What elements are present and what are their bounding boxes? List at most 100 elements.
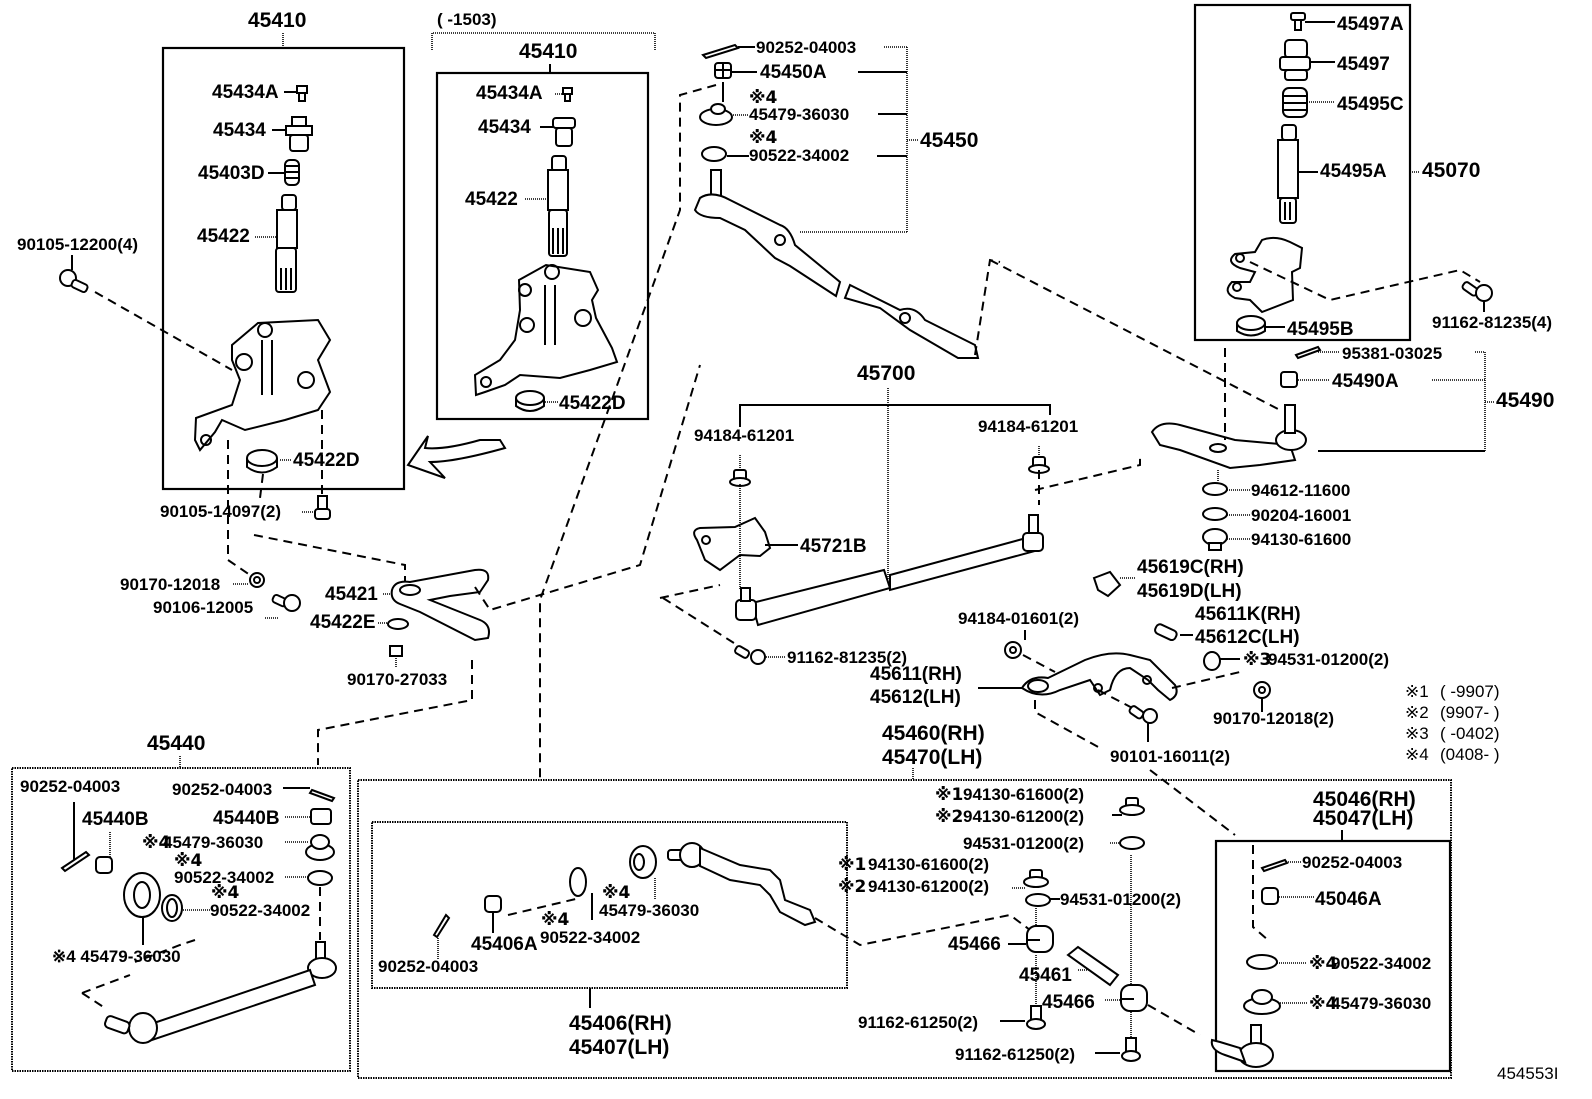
label-45611[interactable]: 45611(RH) (870, 664, 962, 685)
washer-icon (387, 618, 409, 630)
label-94184-61201-right[interactable]: 94184-61201 (978, 417, 1078, 436)
notes-legend: ※1 ( -9907) ※2 (9907- ) ※3 ( -0402) ※4 (… (1405, 682, 1500, 764)
cotter-pin-icon (1260, 858, 1289, 873)
label-90522-34002-tierod[interactable]: 90522-34002 (540, 928, 640, 947)
label-94130-61600[interactable]: 94130-61600 (1251, 530, 1351, 549)
label-45495A[interactable]: 45495A (1320, 161, 1387, 182)
label-45611K[interactable]: 45611K(RH) (1195, 604, 1301, 625)
bolt-icon (59, 269, 89, 294)
label-90252-04003-a[interactable]: 90252-04003 (756, 38, 856, 57)
label-45612C[interactable]: 45612C(LH) (1195, 627, 1300, 648)
label-90105-12200[interactable]: 90105-12200(4) (17, 235, 138, 254)
label-date-range-1503[interactable]: ( -1503) (437, 10, 497, 29)
label-90522-34002-right1[interactable]: 90522-34002 (174, 868, 274, 887)
label-45422-old[interactable]: 45422 (465, 189, 518, 210)
label-45421[interactable]: 45421 (325, 584, 378, 605)
label-94531-01200-top[interactable]: 94531-01200(2) (963, 834, 1084, 853)
label-45466-a[interactable]: 45466 (948, 934, 1001, 955)
label-45479-36030-tierod[interactable]: 45479-36030 (599, 901, 699, 920)
mark-4-a: ※4 (749, 88, 778, 108)
label-45479-36030-a[interactable]: 45479-36030 (749, 105, 849, 124)
label-45721B[interactable]: 45721B (800, 536, 867, 557)
label-90101-16011[interactable]: 90101-16011(2) (1110, 747, 1230, 766)
label-90170-27033[interactable]: 90170-27033 (347, 670, 447, 689)
label-94531-01200-3[interactable]: 94531-01200(2) (1268, 650, 1389, 669)
label-90252-04003-right[interactable]: 90252-04003 (172, 780, 272, 799)
label-45450[interactable]: 45450 (920, 129, 978, 152)
label-90170-12018-2[interactable]: 90170-12018(2) (1213, 709, 1334, 728)
label-45406A[interactable]: 45406A (471, 934, 538, 955)
label-45619D[interactable]: 45619D(LH) (1137, 581, 1242, 602)
small-bolt-icon (1290, 12, 1306, 31)
label-90522-34002-end[interactable]: 90522-34002 (1331, 954, 1431, 973)
label-90105-14097[interactable]: 90105-14097(2) (160, 502, 281, 521)
label-45046[interactable]: 45046(RH) (1313, 788, 1416, 811)
label-94130-61600-top[interactable]: 94130-61600(2) (963, 785, 1084, 804)
label-45422[interactable]: 45422 (197, 226, 250, 247)
label-94184-01601[interactable]: 94184-01601(2) (958, 609, 1079, 628)
label-94130-61200-mid[interactable]: 94130-61200(2) (868, 877, 989, 896)
label-90170-12018[interactable]: 90170-12018 (120, 575, 220, 594)
label-45410[interactable]: 45410 (248, 9, 306, 32)
label-90252-04003-tierod[interactable]: 90252-04003 (378, 957, 478, 976)
label-94130-61600-mid[interactable]: 94130-61600(2) (868, 855, 989, 874)
label-90522-34002-right2[interactable]: 90522-34002 (210, 901, 310, 920)
label-45440B-left[interactable]: 45440B (82, 809, 149, 830)
label-45434A-old[interactable]: 45434A (476, 83, 543, 104)
bushing-icon (246, 449, 278, 474)
label-45047[interactable]: 45047(LH) (1313, 807, 1413, 830)
label-45495B[interactable]: 45495B (1287, 319, 1354, 340)
label-45422D-old[interactable]: 45422D (559, 393, 626, 414)
label-45497[interactable]: 45497 (1337, 54, 1390, 75)
label-94531-01200-mid[interactable]: 94531-01200(2) (1060, 890, 1181, 909)
label-45700[interactable]: 45700 (857, 362, 915, 385)
group-45440: 45440 90252-04003 45440B ※4 45479-36030 … (11, 732, 351, 1072)
label-45470[interactable]: 45470(LH) (882, 746, 982, 769)
label-90252-04003-end[interactable]: 90252-04003 (1302, 853, 1402, 872)
label-91162-61250-b[interactable]: 91162-61250(2) (955, 1045, 1075, 1064)
label-45479-36030-end[interactable]: 45479-36030 (1331, 994, 1431, 1013)
washer-icon (1025, 893, 1051, 907)
label-45479-36030-right[interactable]: 45479-36030 (163, 833, 263, 852)
label-94612-11600[interactable]: 94612-11600 (1251, 481, 1350, 500)
label-45070[interactable]: 45070 (1422, 159, 1480, 182)
label-91162-61250-a[interactable]: 91162-61250(2) (858, 1013, 978, 1032)
label-94184-61201-left[interactable]: 94184-61201 (694, 426, 794, 445)
label-45461[interactable]: 45461 (1019, 965, 1072, 986)
label-45440B-right[interactable]: 45440B (213, 808, 280, 829)
label-45403D[interactable]: 45403D (198, 163, 265, 184)
label-45495C[interactable]: 45495C (1337, 94, 1404, 115)
label-94130-61200-top[interactable]: 94130-61200(2) (963, 807, 1084, 826)
label-45407[interactable]: 45407(LH) (569, 1036, 669, 1059)
label-90522-34002-a[interactable]: 90522-34002 (749, 146, 849, 165)
label-45406[interactable]: 45406(RH) (569, 1012, 672, 1035)
knuckle-bracket-icon (473, 263, 619, 397)
label-45434-old[interactable]: 45434 (478, 117, 531, 138)
label-45612[interactable]: 45612(LH) (870, 687, 961, 708)
label-45460[interactable]: 45460(RH) (882, 722, 985, 745)
label-45434[interactable]: 45434 (213, 120, 266, 141)
knuckle-bracket-icon (193, 318, 332, 452)
label-90106-12005[interactable]: 90106-12005 (153, 598, 253, 617)
mark-2-a: ※2 (935, 807, 963, 827)
label-45440[interactable]: 45440 (147, 732, 205, 755)
label-95381-03025[interactable]: 95381-03025 (1342, 344, 1442, 363)
label-45479-36030-left[interactable]: ※4 45479-36030 (52, 947, 181, 966)
label-45490[interactable]: 45490 (1496, 389, 1554, 412)
label-45410-old[interactable]: 45410 (519, 40, 577, 63)
label-45490A[interactable]: 45490A (1332, 371, 1399, 392)
label-45450A[interactable]: 45450A (760, 62, 827, 83)
group-45421: 90170-12018 90106-12005 45421 45422E 901… (120, 364, 701, 765)
label-45434A[interactable]: 45434A (212, 82, 279, 103)
label-45422D[interactable]: 45422D (293, 450, 360, 471)
label-90204-16001[interactable]: 90204-16001 (1251, 506, 1351, 525)
label-90252-04003-left[interactable]: 90252-04003 (20, 777, 120, 796)
label-45466-b[interactable]: 45466 (1042, 992, 1095, 1013)
label-45422E[interactable]: 45422E (310, 612, 376, 633)
label-45497A[interactable]: 45497A (1337, 14, 1404, 35)
label-45619C[interactable]: 45619C(RH) (1137, 557, 1244, 578)
label-45046A[interactable]: 45046A (1315, 889, 1382, 910)
label-91162-81235-2[interactable]: 91162-81235(2) (787, 648, 907, 667)
label-91162-81235-4[interactable]: 91162-81235(4) (1432, 313, 1552, 332)
